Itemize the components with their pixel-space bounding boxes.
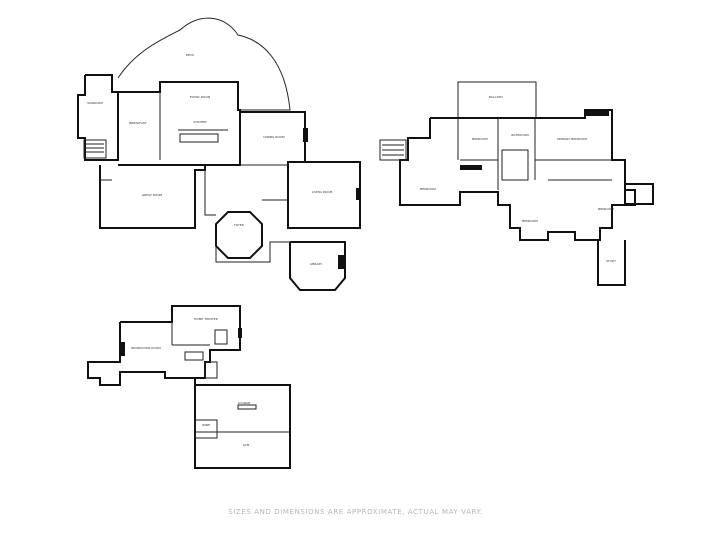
svg-text:GYM: GYM <box>243 443 250 447</box>
svg-text:GREAT ROOM: GREAT ROOM <box>142 193 163 197</box>
svg-text:FOYER: FOYER <box>234 223 244 227</box>
svg-text:PRIMARY BEDROOM: PRIMARY BEDROOM <box>557 137 587 141</box>
disclaimer-text: SIZES AND DIMENSIONS ARE APPROXIMATE, AC… <box>228 508 483 516</box>
svg-text:BEDROOM: BEDROOM <box>420 187 436 191</box>
svg-text:BALCONY: BALCONY <box>489 95 503 99</box>
svg-text:WINE: WINE <box>202 423 210 427</box>
upper-floor-plan: BALCONY BEDROOM BEDROOM BATHROOM PRIMARY… <box>379 81 654 286</box>
svg-text:SUNROOM: SUNROOM <box>87 101 103 105</box>
svg-text:KITCHEN: KITCHEN <box>194 120 207 124</box>
svg-text:BREAKFAST: BREAKFAST <box>129 121 146 125</box>
svg-text:LOUNGE: LOUNGE <box>238 401 251 405</box>
svg-text:RECREATION ROOM: RECREATION ROOM <box>131 346 161 350</box>
main-floor-plan: DECK SUNROOM BREAKFAST FAMILY ROOM KITCH… <box>77 17 361 291</box>
svg-text:FAMILY ROOM: FAMILY ROOM <box>190 95 211 99</box>
svg-text:LIBRARY: LIBRARY <box>310 262 323 266</box>
svg-text:LIVING ROOM: LIVING ROOM <box>312 190 333 194</box>
lower-level-plan: RECREATION ROOM HOME THEATER LOUNGE GYM … <box>87 305 291 469</box>
svg-text:STUDY: STUDY <box>606 259 616 263</box>
svg-text:DINING ROOM: DINING ROOM <box>263 135 285 139</box>
svg-text:BEDROOM: BEDROOM <box>472 137 488 141</box>
svg-text:HOME THEATER: HOME THEATER <box>194 317 218 321</box>
svg-text:BEDROOM: BEDROOM <box>598 207 614 211</box>
svg-text:DECK: DECK <box>186 53 195 57</box>
svg-text:BEDROOM: BEDROOM <box>522 219 538 223</box>
svg-text:BATHROOM: BATHROOM <box>511 133 529 137</box>
